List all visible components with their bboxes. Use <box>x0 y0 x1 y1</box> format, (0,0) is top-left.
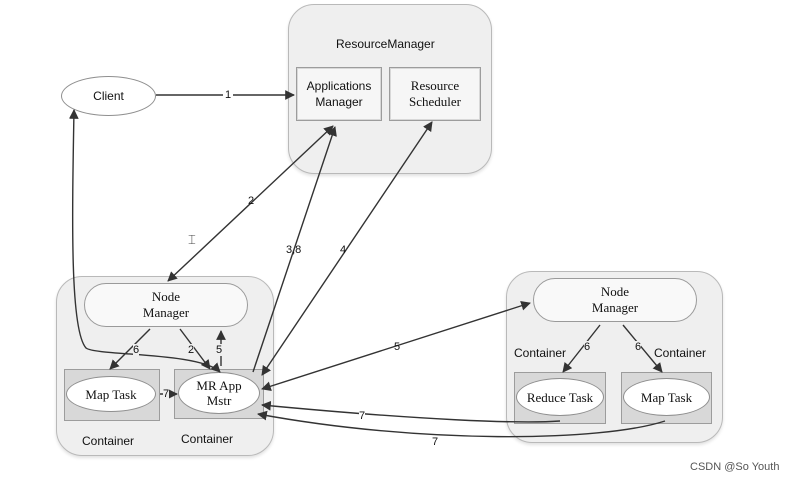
arrow-step-5 <box>261 301 531 391</box>
step-label-2-left: 2 <box>188 344 195 356</box>
arrow-step-6-left <box>109 328 151 370</box>
left-container-label-2: Container <box>181 432 234 446</box>
step-label-6-right-a: 6 <box>584 341 591 353</box>
step-label-7-right-a: 7 <box>359 410 366 422</box>
step-label-2: 2 <box>248 195 255 207</box>
reduce-task: Reduce Task <box>516 378 604 416</box>
step-label-3-8: 3,8 <box>286 244 302 256</box>
arrow-step-2-left <box>179 328 211 370</box>
step-label-5: 5 <box>394 341 401 353</box>
step-label-7-right-b: 7 <box>432 436 439 448</box>
watermark: CSDN @So Youth <box>690 461 780 473</box>
step-label-5-left: 5 <box>216 344 223 356</box>
resource-manager-title: ResourceManager <box>336 37 435 51</box>
step-label-1: 1 <box>223 89 234 101</box>
arrow-step-7-right-b <box>257 410 666 438</box>
step-label-4: 4 <box>340 244 347 256</box>
step-label-6-left: 6 <box>133 344 140 356</box>
right-map-task: Map Task <box>623 378 710 416</box>
step-label-7-left: 7 <box>163 388 170 400</box>
right-container-label-2: Container <box>654 346 707 360</box>
step-label-6-right-b: 6 <box>635 341 642 353</box>
text-cursor-icon: ⌶ <box>188 232 196 247</box>
applications-manager: Applications Manager <box>298 69 380 119</box>
left-map-task: Map Task <box>66 376 156 412</box>
arrow-step-6-right-b <box>622 324 663 373</box>
left-container-label-1: Container <box>82 434 135 448</box>
right-node-manager: Node Manager <box>533 278 697 322</box>
arrow-client-mr-app <box>68 109 221 373</box>
arrow-step-7-right-a <box>261 400 561 423</box>
arrow-step-6-right-a <box>562 324 601 373</box>
resource-scheduler: Resource Scheduler <box>391 69 479 119</box>
